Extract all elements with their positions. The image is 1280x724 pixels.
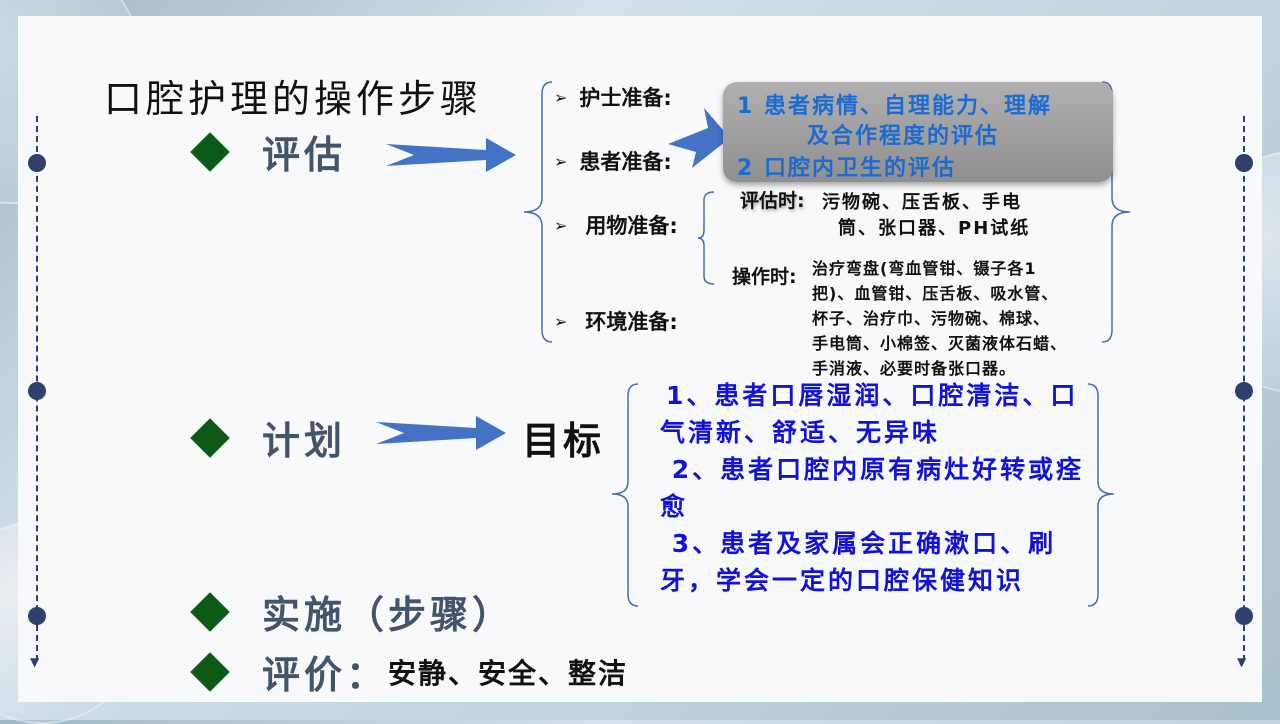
step-label: 评估 [262,132,347,177]
brace-goals-right [1087,383,1115,607]
arrowhead-bullet-icon: ➢ [554,215,568,235]
diamond-bullet-icon [190,591,230,632]
supply-line: 治疗弯盘(弯血管钳、镊子各1 [812,259,1037,278]
assess-supplies-line1: 污物碗、压舌板、手电 [822,192,1022,213]
goal-item: 3、患者及家属会正确漱口、刷牙，学会一定的口腔保健知识 [660,529,1057,595]
brace-goals-left [611,383,639,607]
goal-item: 2、患者口腔内原有病灶好转或痊愈 [660,455,1085,521]
assess-supplies-line2: 筒、张口器、PH试纸 [838,218,1031,239]
prep-item-patient: ➢ 患者准备: [554,146,672,176]
step-label: 评价： [262,652,389,697]
supply-line: 手电筒、小棉签、灭菌液体石蜡、 [812,334,1068,353]
arrow-right-icon [386,138,516,172]
timeline-arrow-icon: ▼ [1237,655,1247,669]
step-implement: 实施（步骤） [190,584,515,639]
diamond-bullet-icon [190,651,230,692]
supply-line: 把)、血管钳、压舌板、吸水管、 [812,284,1059,303]
popup-line1: 1 患者病情、自理能力、理解 [737,94,1052,119]
popup-arrow-icon [668,108,730,168]
target-label: 目标 [522,419,605,463]
diamond-bullet-icon [190,417,230,458]
evaluate-detail: 安静、安全、整洁 [388,656,629,690]
popup-line3: 2 口腔内卫生的评估 [737,156,956,181]
page-title: 口腔护理的操作步骤 [104,77,483,121]
prep-label: 用物准备: [585,214,678,238]
step-assess: 评估 [190,124,347,179]
brace-left [523,81,553,343]
goals-list: 1、患者口唇湿润、口腔清洁、口气清新、舒适、无异味 2、患者口腔内原有病灶好转或… [660,377,1090,599]
prep-label: 护士准备: [579,86,672,110]
supply-line: 杯子、治疗巾、污物碗、棉球、 [812,309,1051,328]
prep-item-supplies: ➢ 用物准备: [554,210,678,240]
assessment-popup: 1 患者病情、自理能力、理解 及合作程度的评估 2 口腔内卫生的评估 [723,82,1113,182]
prep-item-environment: ➢ 环境准备: [554,306,678,336]
step-plan: 计划 [190,410,347,465]
supply-line: 手消液、必要时备张口器。 [812,359,1017,378]
prep-item-nurse: ➢ 护士准备: [554,82,672,112]
timeline-dot [1235,382,1253,400]
timeline-arrow-icon: ▼ [30,655,40,669]
step-label: 计划 [262,418,347,463]
timeline-dot [28,607,46,625]
goal-item: 1、患者口唇湿润、口腔清洁、口气清新、舒适、无异味 [660,381,1079,447]
assess-supplies-label: 评估时: [740,190,805,212]
arrowhead-bullet-icon: ➢ [554,151,568,171]
timeline-dot [1235,607,1253,625]
timeline-dot [1235,154,1253,172]
step-label: 实施（步骤） [262,592,515,637]
popup-line2: 及合作程度的评估 [807,124,1000,149]
arrowhead-bullet-icon: ➢ [554,311,568,331]
timeline-dot [28,154,46,172]
diamond-bullet-icon [190,131,230,172]
operate-supplies-list: 治疗弯盘(弯血管钳、镊子各1 把)、血管钳、压舌板、吸水管、 杯子、治疗巾、污物… [812,256,1067,381]
timeline-dot [28,382,46,400]
prep-label: 环境准备: [585,310,678,334]
step-evaluate: 评价： 安静、安全、整洁 [190,644,629,699]
arrowhead-bullet-icon: ➢ [554,87,568,107]
prep-label: 患者准备: [579,150,672,174]
arrow-right-icon [376,416,506,450]
brace-supplies [697,191,715,285]
operate-supplies-label: 操作时: [732,266,797,288]
